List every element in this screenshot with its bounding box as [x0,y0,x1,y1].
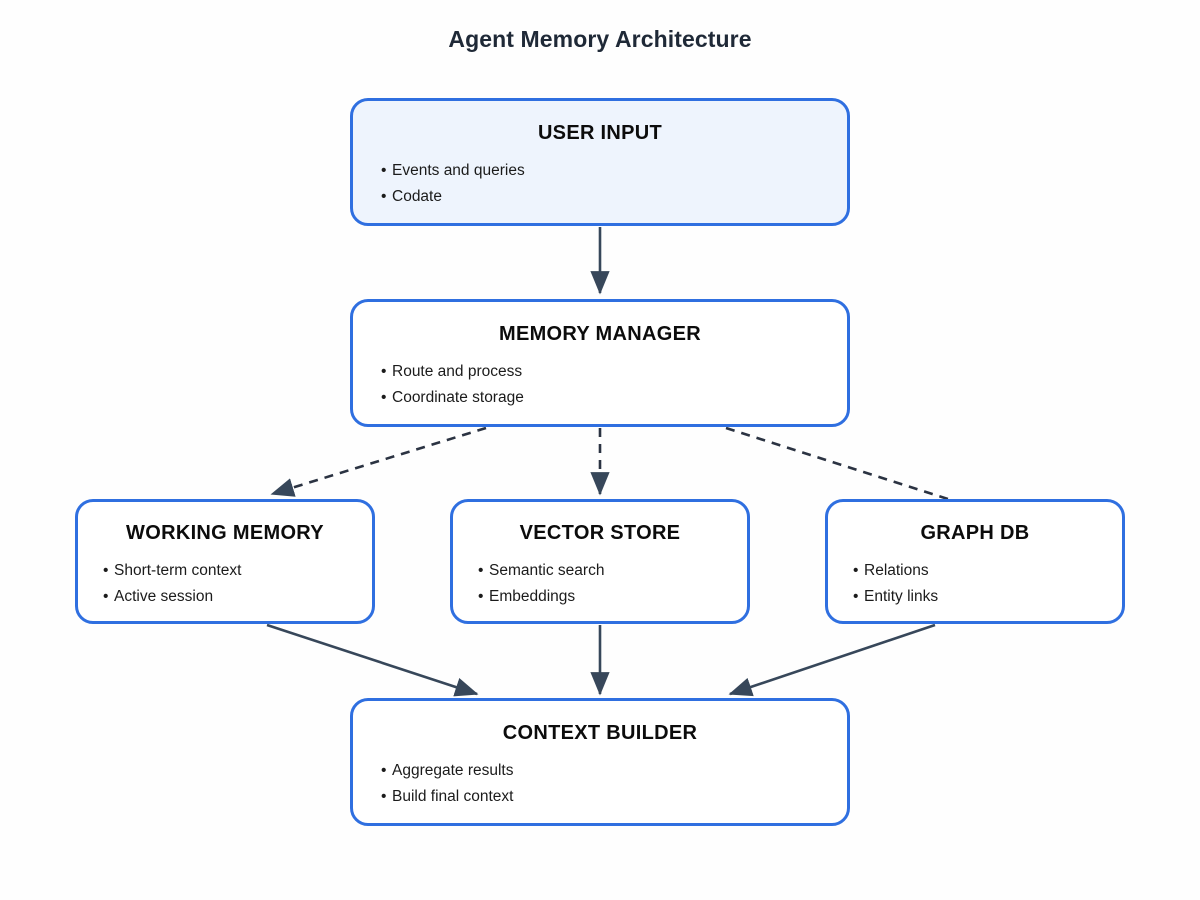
bullet-dot-icon: • [381,188,387,206]
bullet-dot-icon: • [478,562,484,579]
node-memory-manager[interactable]: MEMORY MANAGER •Route and process •Coord… [350,299,850,427]
list-item: •Entity links [853,584,1122,610]
node-memory-manager-title: MEMORY MANAGER [499,323,701,345]
node-working-memory-bullets: •Short-term context •Active session [78,558,372,610]
bullet-dot-icon: • [381,762,387,779]
list-item: •Relations [853,558,1122,584]
bullet-dot-icon: • [103,562,109,579]
page-title: Agent Memory Architecture [448,26,752,52]
node-vector-store-title: VECTOR STORE [519,522,681,544]
node-memory-manager-bullets: •Route and process •Coordinate storage [353,359,847,411]
bullet-dot-icon: • [381,389,387,407]
list-item: •Aggregate results [381,758,847,784]
bullet-dot-icon: • [478,588,484,606]
list-item: •Active session [103,584,372,610]
node-context-builder-bullets: •Aggregate results •Build final context [353,758,847,810]
node-graph-db-title: GRAPH DB [920,522,1030,544]
bullet-dot-icon: • [853,562,859,579]
node-user-input-title: USER INPUT [537,122,663,144]
node-context-builder-title: CONTEXT BUILDER [502,722,698,744]
list-item: •Semantic search [478,558,747,584]
bullet-dot-icon: • [381,363,387,380]
bullet-dot-icon: • [381,162,387,179]
node-vector-store-bullets: •Semantic search •Embeddings [453,558,747,610]
list-item: •Coordinate storage [381,385,847,411]
node-user-input-bullets: •Events and queries •Codate [353,158,847,210]
list-item: •Build final context [381,784,847,810]
node-context-builder[interactable]: CONTEXT BUILDER •Aggregate results •Buil… [350,698,850,826]
node-graph-db[interactable]: GRAPH DB •Relations •Entity links [825,499,1125,624]
edge-working-memory-to-context-builder [266,623,479,697]
list-item: •Events and queries [381,158,847,184]
bullet-dot-icon: • [103,588,109,606]
edge-graph-db-to-context-builder [728,623,936,697]
bullet-dot-icon: • [381,788,387,806]
node-graph-db-bullets: •Relations •Entity links [828,558,1122,610]
edge-memory-manager-to-graph-db [725,426,949,501]
bullet-dot-icon: • [853,588,859,606]
node-user-input[interactable]: USER INPUT •Events and queries •Codate [350,98,850,226]
node-vector-store[interactable]: VECTOR STORE •Semantic search •Embedding… [450,499,750,624]
list-item: •Short-term context [103,558,372,584]
list-item: •Route and process [381,359,847,385]
edge-memory-manager-to-working-memory [270,426,487,497]
list-item: •Embeddings [478,584,747,610]
node-working-memory[interactable]: WORKING MEMORY •Short-term context •Acti… [75,499,375,624]
list-item: •Codate [381,184,847,210]
node-working-memory-title: WORKING MEMORY [126,522,324,544]
